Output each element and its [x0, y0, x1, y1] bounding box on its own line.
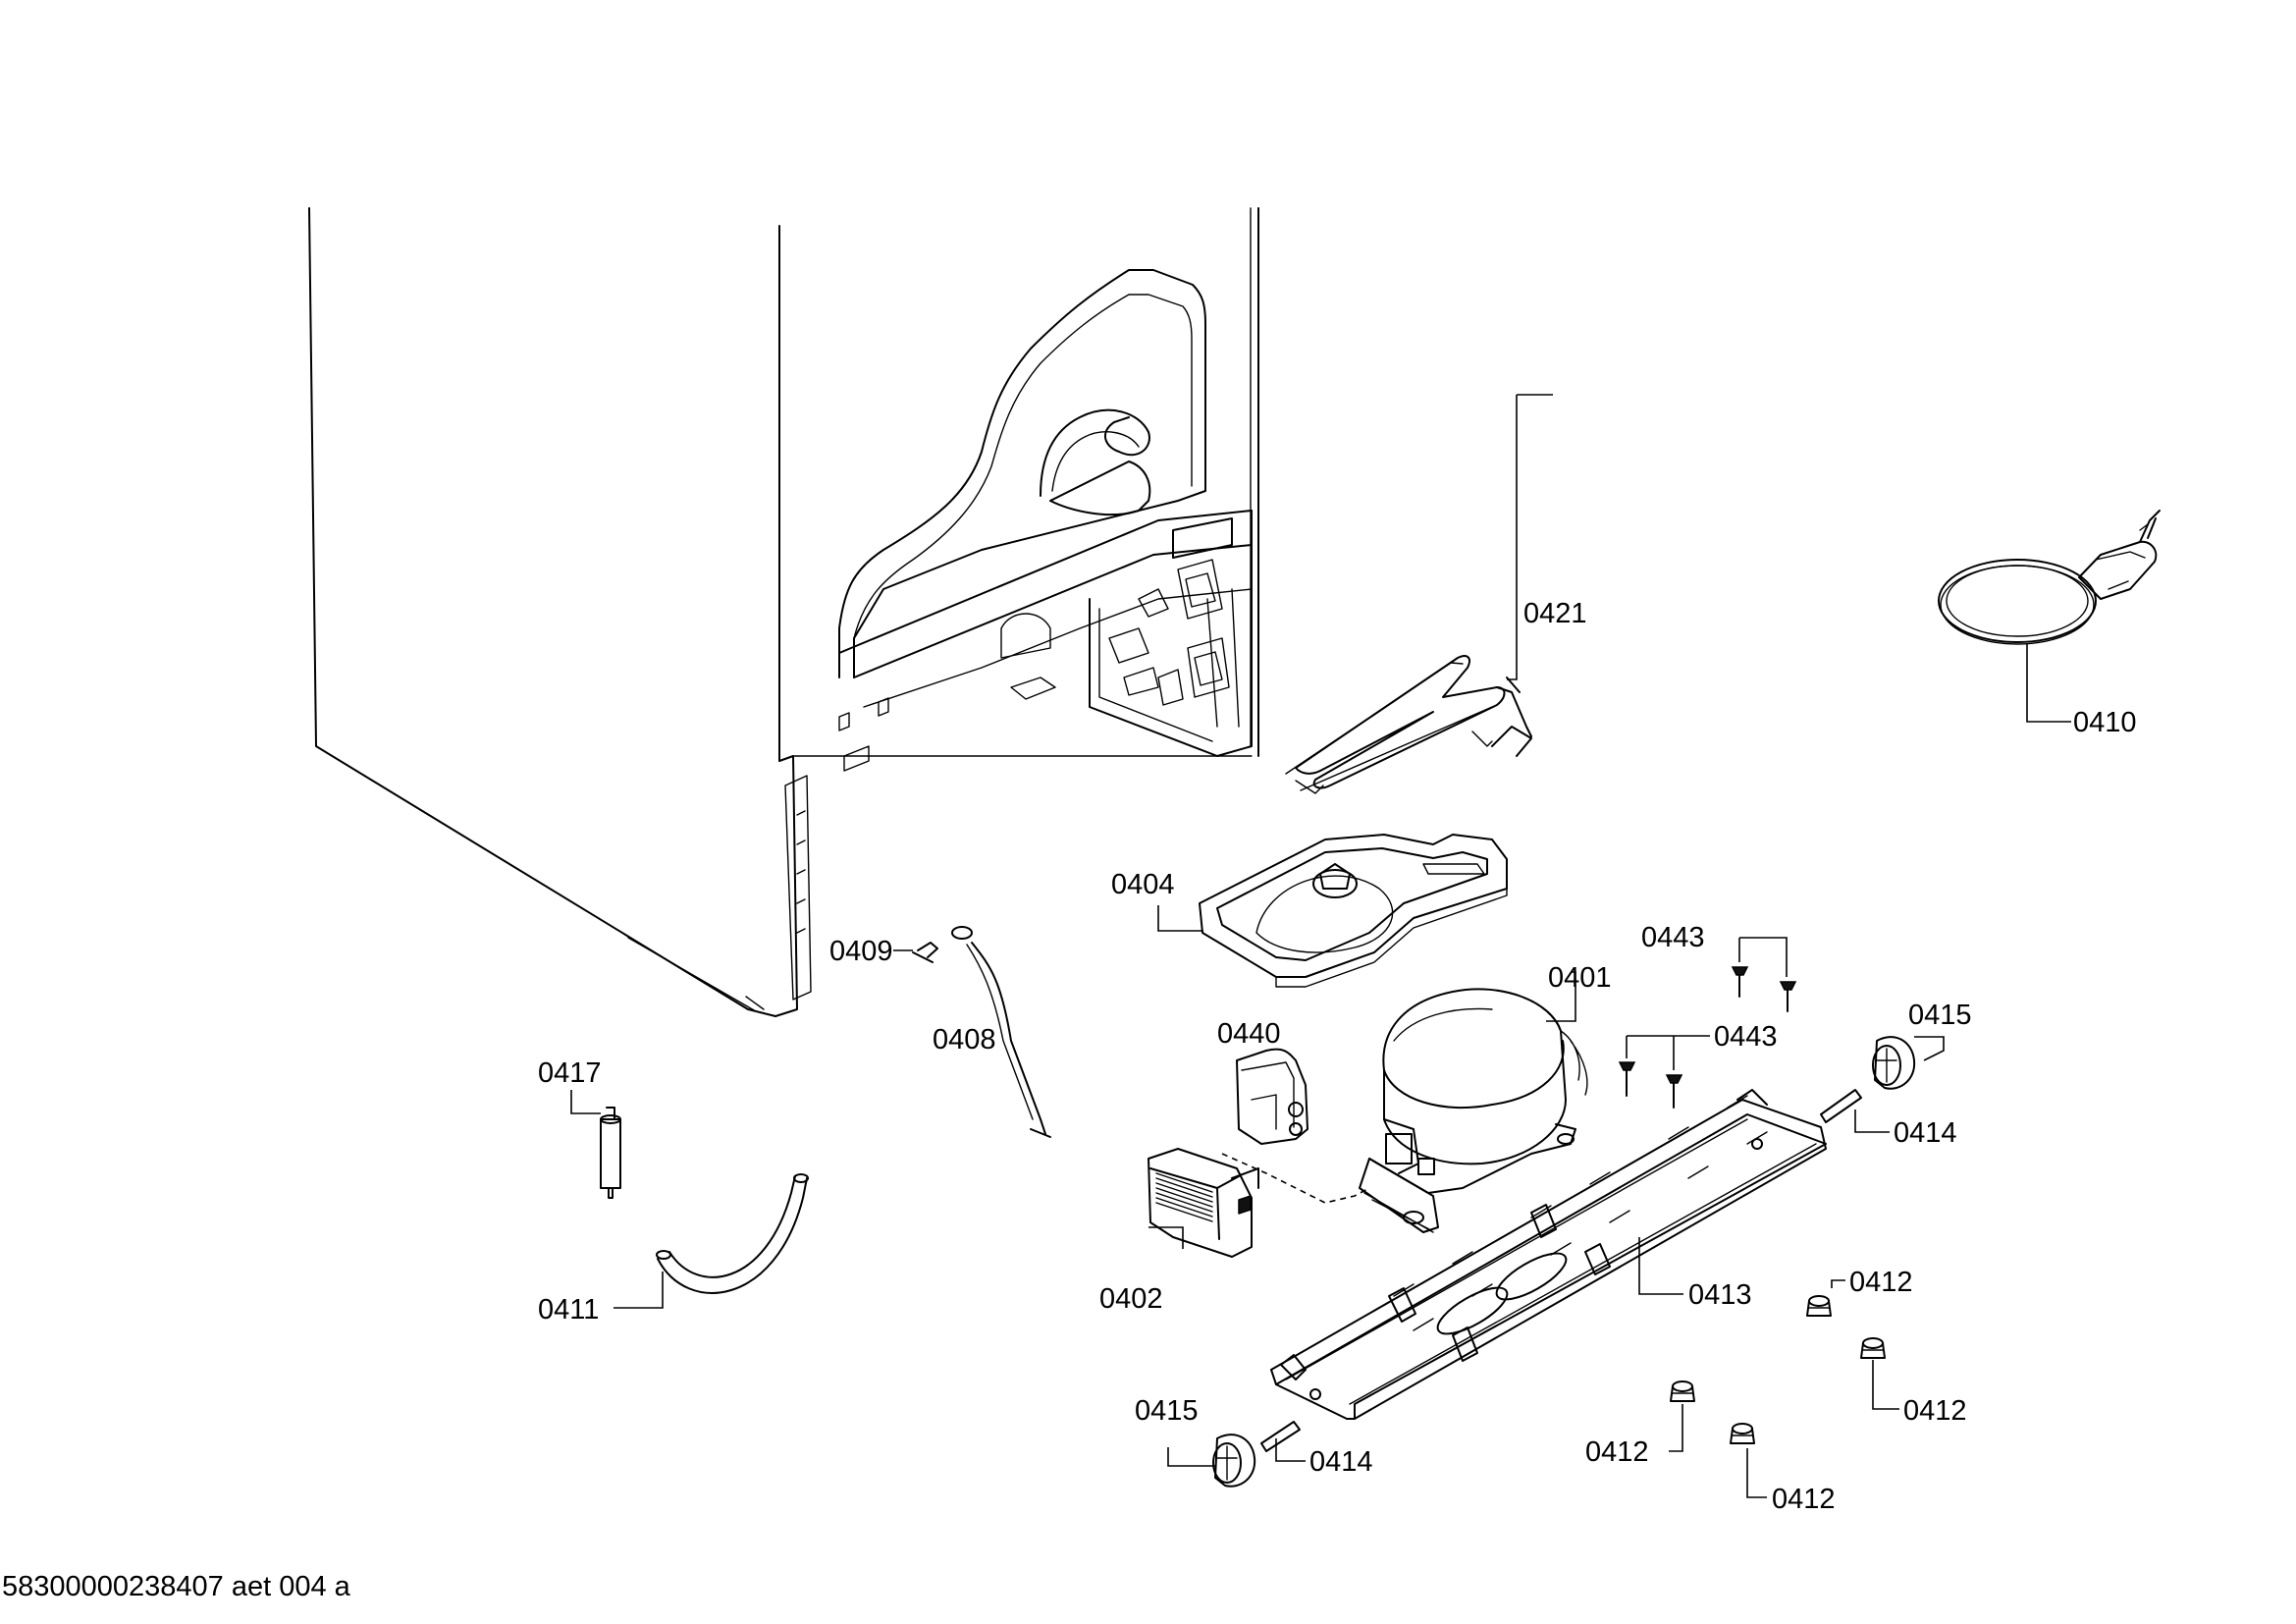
wire-heater-part	[1285, 655, 1532, 794]
screw-part-a	[1731, 966, 1749, 998]
label-0443-lower: 0443	[1714, 1021, 1778, 1053]
label-0414-left: 0414	[1309, 1446, 1373, 1478]
pin-part-a	[1820, 1089, 1862, 1123]
label-0417: 0417	[538, 1057, 602, 1089]
screw-part-b	[1779, 981, 1797, 1012]
screw-part-c	[1618, 1061, 1636, 1097]
drawing-code: 58300000238407 aet 004 a	[2, 1571, 351, 1602]
grommet-part-c	[1670, 1380, 1695, 1402]
label-0415-left: 0415	[1135, 1395, 1199, 1427]
label-0443-upper: 0443	[1641, 922, 1705, 953]
label-0410: 0410	[2073, 707, 2137, 738]
base-rail-part	[1270, 1089, 1827, 1420]
label-0413: 0413	[1688, 1279, 1752, 1311]
label-0401: 0401	[1548, 962, 1612, 994]
label-0412-right: 0412	[1903, 1395, 1967, 1427]
part-labels: 0421 0410 0404 0443 0401 0409 0415 0440 …	[538, 598, 2137, 1515]
label-0404: 0404	[1111, 869, 1175, 900]
compressor-part	[1359, 988, 1588, 1233]
relay-cover-part	[1236, 1048, 1308, 1145]
screw-part-d	[1665, 1074, 1683, 1109]
label-0415-right: 0415	[1908, 1000, 1972, 1031]
wire-sensor-part	[951, 926, 1051, 1138]
grommet-part-d	[1730, 1423, 1755, 1444]
label-0412-upper-right: 0412	[1849, 1267, 1913, 1298]
filter-drier-part	[600, 1107, 621, 1199]
pin-part-b	[1260, 1421, 1301, 1452]
hose-part	[656, 1173, 809, 1294]
label-0414-right: 0414	[1894, 1117, 1957, 1149]
label-0421: 0421	[1523, 598, 1587, 629]
power-cord-part	[1938, 510, 2161, 645]
grommet-part-a	[1806, 1295, 1832, 1317]
evaporation-tray-part	[1199, 834, 1508, 988]
foot-part-b	[1212, 1434, 1256, 1488]
grommet-part-b	[1860, 1337, 1886, 1359]
label-0408: 0408	[933, 1024, 996, 1056]
leader-lines	[570, 394, 2071, 1498]
cabinet-drawing	[308, 207, 1259, 1017]
electronic-module-part	[1148, 1148, 1259, 1258]
foot-part-a	[1872, 1036, 1916, 1090]
label-0402: 0402	[1099, 1283, 1163, 1315]
label-0412-bottom: 0412	[1772, 1484, 1836, 1515]
label-0412-left: 0412	[1585, 1436, 1649, 1468]
label-0411: 0411	[538, 1294, 599, 1326]
label-0440: 0440	[1217, 1018, 1281, 1050]
screw-small-part	[912, 942, 938, 963]
label-0409: 0409	[829, 936, 893, 967]
